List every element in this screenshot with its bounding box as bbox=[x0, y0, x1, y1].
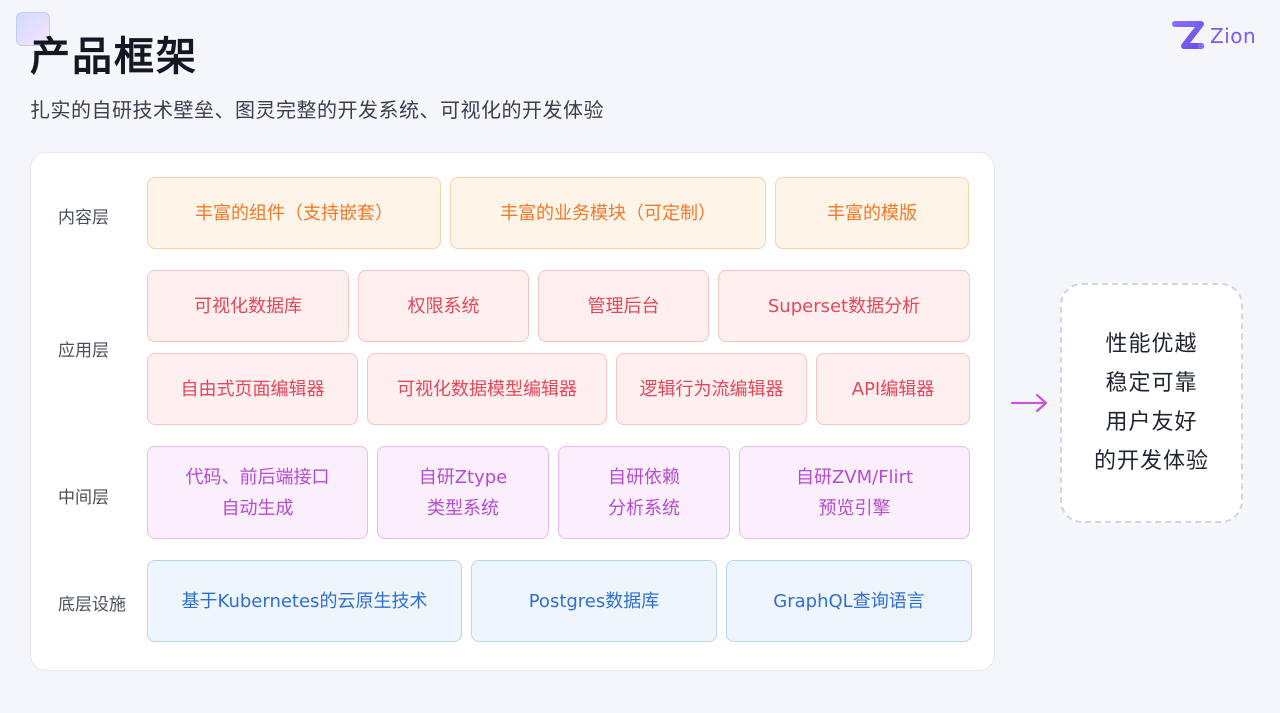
box-label: 可视化数据模型编辑器 bbox=[397, 378, 577, 400]
layer-label-infrastructure: 底层设施 bbox=[58, 595, 126, 615]
box-label: 可视化数据库 bbox=[194, 295, 302, 317]
layer-label-content: 内容层 bbox=[58, 208, 109, 228]
right-arrow-icon bbox=[1010, 393, 1048, 413]
app-item-api-editor: API编辑器 bbox=[816, 353, 970, 425]
middle-item-zvm-flirt: 自研ZVM/Flirt 预览引擎 bbox=[739, 446, 970, 539]
content-item-templates: 丰富的模版 bbox=[775, 177, 969, 249]
infra-item-kubernetes: 基于Kubernetes的云原生技术 bbox=[147, 560, 462, 642]
middle-item-dependency: 自研依赖 分析系统 bbox=[558, 446, 730, 539]
box-label: Superset数据分析 bbox=[767, 295, 921, 317]
box-label: Postgres数据库 bbox=[528, 590, 660, 612]
box-label: 丰富的业务模块（可定制） bbox=[500, 202, 716, 224]
box-label: 丰富的模版 bbox=[827, 202, 917, 224]
zion-logo-icon bbox=[1172, 21, 1205, 50]
page-title: 产品框架 bbox=[30, 34, 198, 80]
result-line: 用户友好 bbox=[1105, 410, 1198, 435]
box-label-line1: 代码、前后端接口 bbox=[185, 466, 330, 488]
logo-text: Zion bbox=[1210, 24, 1257, 48]
app-item-page-editor: 自由式页面编辑器 bbox=[147, 353, 358, 425]
box-label: 权限系统 bbox=[407, 295, 480, 317]
result-line: 稳定可靠 bbox=[1105, 371, 1198, 396]
app-item-permission-system: 权限系统 bbox=[358, 270, 529, 342]
box-label-line1: 自研依赖 bbox=[608, 466, 680, 488]
layer-label-middle: 中间层 bbox=[58, 488, 109, 508]
box-label-line1: 自研Ztype bbox=[418, 466, 508, 488]
box-label: 自由式页面编辑器 bbox=[180, 378, 325, 400]
result-box: 性能优越 稳定可靠 用户友好 的开发体验 bbox=[1060, 283, 1243, 523]
content-item-modules: 丰富的业务模块（可定制） bbox=[450, 177, 766, 249]
box-label: 管理后台 bbox=[587, 295, 660, 317]
app-item-superset-analytics: Superset数据分析 bbox=[718, 270, 970, 342]
box-label-line2: 类型系统 bbox=[427, 497, 499, 519]
app-item-logic-flow-editor: 逻辑行为流编辑器 bbox=[616, 353, 807, 425]
app-item-admin-backend: 管理后台 bbox=[538, 270, 709, 342]
box-label-line2: 分析系统 bbox=[608, 497, 680, 519]
box-label: 基于Kubernetes的云原生技术 bbox=[181, 590, 428, 612]
layer-label-application: 应用层 bbox=[58, 341, 109, 361]
infra-item-postgres: Postgres数据库 bbox=[471, 560, 717, 642]
box-label: 逻辑行为流编辑器 bbox=[639, 378, 784, 400]
app-item-data-model-editor: 可视化数据模型编辑器 bbox=[367, 353, 607, 425]
decorative-square bbox=[16, 12, 50, 46]
app-item-visual-database: 可视化数据库 bbox=[147, 270, 349, 342]
brand-logo: Zion bbox=[1172, 20, 1256, 52]
result-line: 性能优越 bbox=[1105, 332, 1198, 357]
content-item-components: 丰富的组件（支持嵌套） bbox=[147, 177, 441, 249]
box-label-line1: 自研ZVM/Flirt bbox=[795, 466, 914, 488]
box-label: API编辑器 bbox=[851, 378, 935, 400]
box-label: GraphQL查询语言 bbox=[773, 590, 925, 612]
page-subtitle: 扎实的自研技术壁垒、图灵完整的开发系统、可视化的开发体验 bbox=[30, 98, 604, 122]
middle-item-codegen: 代码、前后端接口 自动生成 bbox=[147, 446, 368, 539]
infra-item-graphql: GraphQL查询语言 bbox=[726, 560, 972, 642]
result-line: 的开发体验 bbox=[1093, 449, 1209, 474]
box-label-line2: 预览引擎 bbox=[818, 497, 891, 519]
box-label: 丰富的组件（支持嵌套） bbox=[195, 202, 393, 224]
middle-item-ztype: 自研Ztype 类型系统 bbox=[377, 446, 549, 539]
box-label-line2: 自动生成 bbox=[221, 497, 294, 519]
